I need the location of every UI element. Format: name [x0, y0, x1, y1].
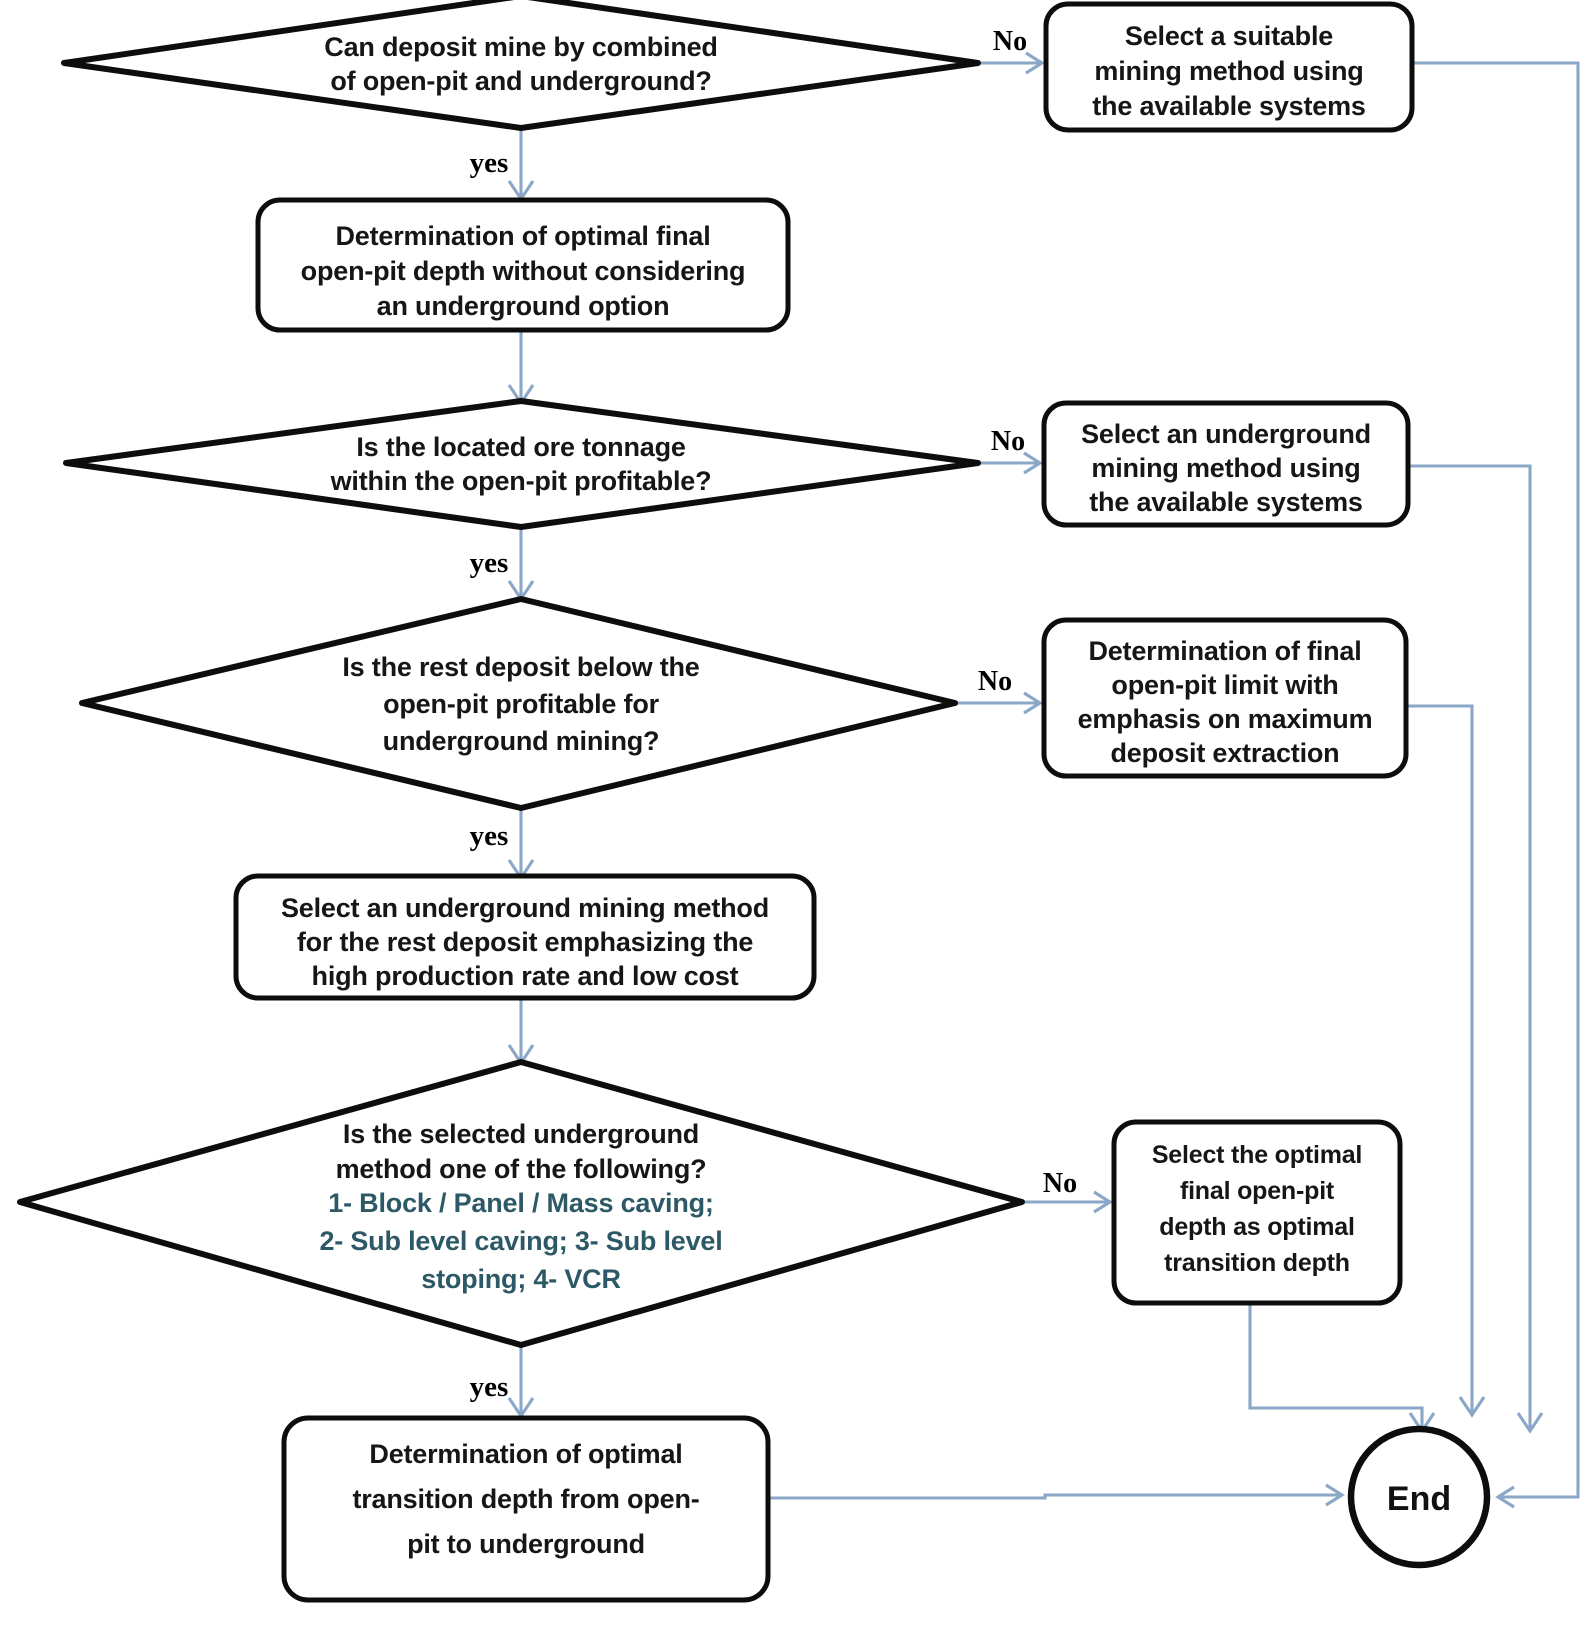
process-determine-final-pit-limit-line-4: deposit extraction: [1111, 738, 1340, 768]
process-select-ug-method-rest-deposit[interactable]: Select an underground mining method for …: [233, 873, 817, 1001]
process-select-optimal-final-pit-depth-as-transition-line-3: depth as optimal: [1159, 1213, 1354, 1241]
process-determine-optimal-transition-depth-line-3: pit to underground: [407, 1529, 645, 1559]
edge-d2-yes: [507, 527, 535, 602]
decision-selected-method-in-list-accent-3: stoping; 4- VCR: [421, 1264, 621, 1294]
decision-rest-deposit-profitable[interactable]: Is the rest deposit below the open-pit p…: [79, 596, 958, 811]
decision-selected-method-in-list-line-1: Is the selected underground: [343, 1119, 699, 1149]
edge-pr3-end: [1406, 704, 1486, 1418]
terminator-end[interactable]: End: [1347, 1425, 1491, 1569]
edge-pm3-end: [768, 1483, 1345, 1507]
process-select-optimal-final-pit-depth-as-transition[interactable]: Select the optimal final open-pit depth …: [1111, 1119, 1403, 1306]
process-select-suitable-mining-method[interactable]: Select a suitable mining method using th…: [1043, 1, 1415, 133]
edge-d3-no: [955, 691, 1043, 715]
process-determine-optimal-final-pit-depth[interactable]: Determination of optimal final open-pit …: [255, 197, 791, 333]
process-determine-final-pit-limit-line-3: emphasis on maximum: [1078, 704, 1373, 734]
process-select-underground-mining-method-line-3: the available systems: [1089, 487, 1362, 517]
terminator-end-label: End: [1387, 1480, 1451, 1518]
process-determine-final-pit-limit-line-1: Determination of final: [1088, 636, 1361, 666]
process-select-optimal-final-pit-depth-as-transition-line-4: transition depth: [1164, 1249, 1350, 1277]
decision-rest-deposit-profitable-line-1: Is the rest deposit below the: [342, 652, 699, 682]
edge-d4-no: [1022, 1190, 1113, 1214]
process-select-ug-method-rest-deposit-line-3: high production rate and low cost: [312, 961, 739, 991]
process-determine-optimal-final-pit-depth-line-3: an underground option: [377, 291, 670, 321]
edge-label-d4-no: No: [1043, 1168, 1077, 1199]
process-select-optimal-final-pit-depth-as-transition-line-2: final open-pit: [1180, 1177, 1335, 1205]
edge-label-d3-no: No: [978, 666, 1012, 697]
process-select-suitable-mining-method-line-1: Select a suitable: [1125, 21, 1333, 51]
edge-label-d4-yes: yes: [470, 1371, 509, 1403]
process-select-underground-mining-method[interactable]: Select an underground mining method usin…: [1041, 400, 1411, 528]
process-select-ug-method-rest-deposit-line-2: for the rest deposit emphasizing the: [297, 927, 754, 957]
edge-p1-d2: [507, 330, 535, 406]
decision-combined-mining-line-2: of open-pit and underground?: [330, 66, 711, 96]
decision-selected-method-in-list-accent-2: 2- Sub level caving; 3- Sub level: [319, 1226, 722, 1256]
decision-ore-tonnage-profitable-line-2: within the open-pit profitable?: [330, 466, 712, 496]
process-determine-optimal-transition-depth[interactable]: Determination of optimal transition dept…: [281, 1415, 771, 1603]
process-determine-optimal-transition-depth-line-1: Determination of optimal: [369, 1439, 682, 1469]
decision-selected-method-in-list-line-2: method one of the following?: [336, 1154, 707, 1184]
process-determine-optimal-final-pit-depth-line-1: Determination of optimal final: [335, 221, 710, 251]
process-select-ug-method-rest-deposit-line-1: Select an underground mining method: [281, 893, 769, 923]
process-select-suitable-mining-method-line-2: mining method using: [1094, 56, 1363, 86]
edge-label-d1-yes: yes: [470, 147, 509, 179]
edge-p2-d4: [507, 998, 535, 1066]
edge-d2-no: [978, 451, 1043, 475]
edge-pr4-end: [1248, 1303, 1436, 1434]
process-select-underground-mining-method-line-1: Select an underground: [1081, 419, 1371, 449]
edge-d4-yes: [507, 1345, 535, 1419]
decision-selected-method-in-list[interactable]: Is the selected underground method one o…: [17, 1059, 1025, 1348]
process-determine-optimal-transition-depth-line-2: transition depth from open-: [352, 1484, 699, 1514]
decision-selected-method-in-list-accent-1: 1- Block / Panel / Mass caving;: [328, 1188, 713, 1218]
decision-rest-deposit-profitable-line-2: open-pit profitable for: [383, 689, 660, 719]
edge-pr2-end: [1408, 464, 1544, 1434]
edge-ptr-end: [1412, 61, 1580, 1509]
process-select-suitable-mining-method-line-3: the available systems: [1092, 91, 1365, 121]
process-select-underground-mining-method-line-2: mining method using: [1091, 453, 1360, 483]
edge-label-d2-yes: yes: [470, 547, 509, 579]
edge-label-d2-no: No: [991, 426, 1025, 457]
process-determine-final-pit-limit-line-2: open-pit limit with: [1111, 670, 1338, 700]
process-determine-optimal-final-pit-depth-line-2: open-pit depth without considering: [301, 256, 746, 286]
edge-d1-yes: [507, 128, 535, 202]
edge-label-d1-no: No: [993, 26, 1027, 57]
edge-d3-yes: [507, 810, 535, 881]
decision-combined-mining-line-1: Can deposit mine by combined: [324, 32, 717, 62]
decision-rest-deposit-profitable-line-3: underground mining?: [383, 726, 660, 756]
edge-label-d3-yes: yes: [470, 820, 509, 852]
process-select-optimal-final-pit-depth-as-transition-line-1: Select the optimal: [1152, 1141, 1362, 1169]
decision-combined-mining[interactable]: Can deposit mine by combined of open-pit…: [61, 0, 981, 131]
decision-ore-tonnage-profitable-line-1: Is the located ore tonnage: [356, 432, 686, 462]
process-determine-final-pit-limit[interactable]: Determination of final open-pit limit wi…: [1041, 617, 1409, 779]
edge-d1-no: [978, 51, 1045, 75]
decision-ore-tonnage-profitable[interactable]: Is the located ore tonnage within the op…: [63, 398, 981, 530]
